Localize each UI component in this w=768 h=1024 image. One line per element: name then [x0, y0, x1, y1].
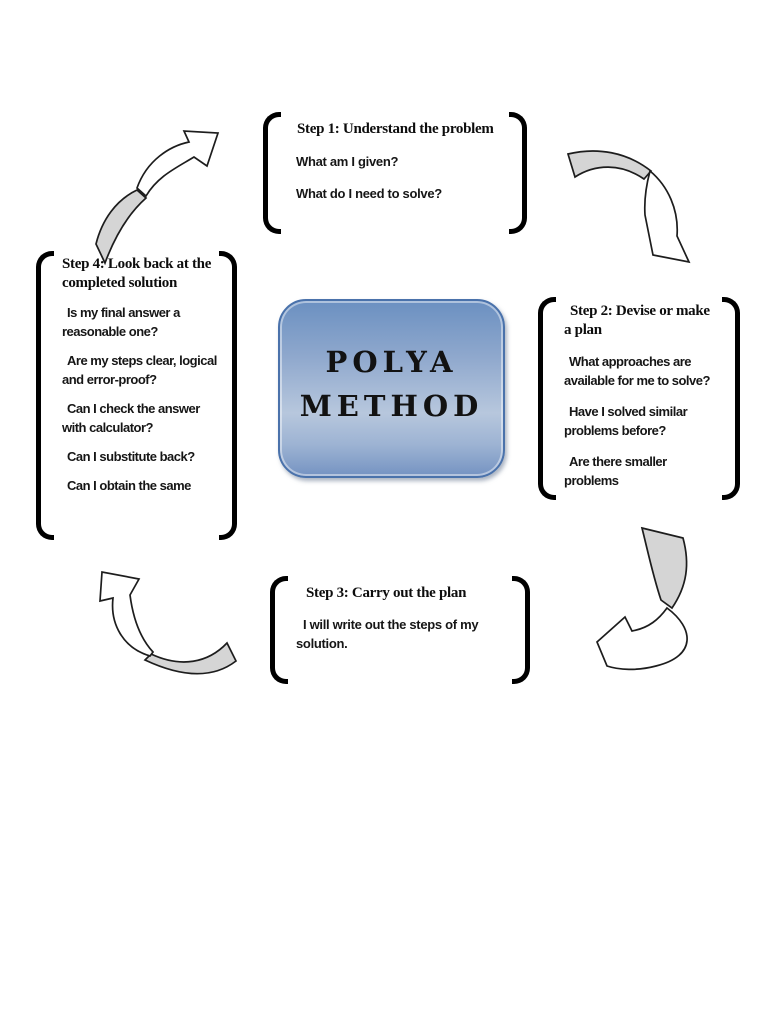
arrow-tail — [640, 526, 688, 610]
arrow-head — [99, 570, 155, 657]
step-item: Are there smaller problems — [564, 454, 667, 488]
center-title-line2: METHOD — [299, 388, 484, 423]
step-item: What do I need to solve? — [296, 186, 442, 201]
center-title-line1: POLYA — [325, 344, 458, 379]
step-4-items: Is my final answer a reasonable one? Are … — [62, 303, 217, 495]
step-3-block: Step 3: Carry out the plan I will write … — [270, 576, 530, 684]
right-bracket — [722, 297, 740, 500]
step-1-content: Step 1: Understand the problem What am I… — [281, 112, 509, 234]
step-item: Are my steps clear, logical and error-pr… — [62, 353, 217, 387]
polya-method-box: POLYA METHOD — [278, 299, 505, 478]
arrow-head — [136, 130, 220, 198]
step-2-block: Step 2: Devise or make a plan What appro… — [538, 297, 740, 500]
step-4-title: Step 4: Look back at the completed solut… — [62, 256, 212, 291]
step-2-title: Step 2: Devise or make a plan — [564, 303, 710, 338]
step-4-block: Step 4: Look back at the completed solut… — [36, 251, 237, 540]
step-1-title: Step 1: Understand the problem — [297, 121, 494, 137]
curved-arrow-step1-to-step2-icon — [566, 150, 691, 264]
step-item: Can I check the answer with calculator? — [62, 401, 200, 435]
left-bracket — [538, 297, 556, 500]
step-4-content: Step 4: Look back at the completed solut… — [54, 251, 219, 540]
arrow-tail — [95, 188, 148, 266]
step-item: What am I given? — [296, 154, 399, 169]
step-1-items: What am I given? What do I need to solve? — [289, 152, 507, 203]
step-item: Is my final answer a reasonable one? — [62, 305, 180, 339]
step-2-content: Step 2: Devise or make a plan What appro… — [556, 297, 722, 500]
step-3-items: I will write out the steps of my solutio… — [296, 615, 510, 653]
curved-arrow-step4-to-step1-icon — [95, 130, 220, 266]
arrow-tail — [566, 150, 653, 181]
right-bracket — [509, 112, 527, 234]
step-item: Can I substitute back? — [67, 449, 195, 464]
step-1-block: Step 1: Understand the problem What am I… — [263, 112, 527, 234]
step-2-items: What approaches are available for me to … — [564, 352, 720, 490]
left-bracket — [263, 112, 281, 234]
arrow-head — [595, 606, 688, 671]
left-bracket — [270, 576, 288, 684]
step-item: Can I obtain the same — [67, 478, 191, 493]
step-item: I will write out the steps of my solutio… — [296, 617, 479, 651]
arrow-tail — [143, 641, 238, 675]
step-item: What approaches are available for me to … — [564, 354, 710, 388]
right-bracket — [219, 251, 237, 540]
step-3-content: Step 3: Carry out the plan I will write … — [288, 576, 512, 684]
right-bracket — [512, 576, 530, 684]
arrow-head — [643, 169, 691, 264]
step-3-title: Step 3: Carry out the plan — [306, 585, 467, 601]
curved-arrow-step3-to-step4-icon — [99, 570, 238, 675]
step-item: Have I solved similar problems before? — [564, 404, 688, 438]
left-bracket — [36, 251, 54, 540]
curved-arrow-step2-to-step3-icon — [595, 526, 688, 671]
